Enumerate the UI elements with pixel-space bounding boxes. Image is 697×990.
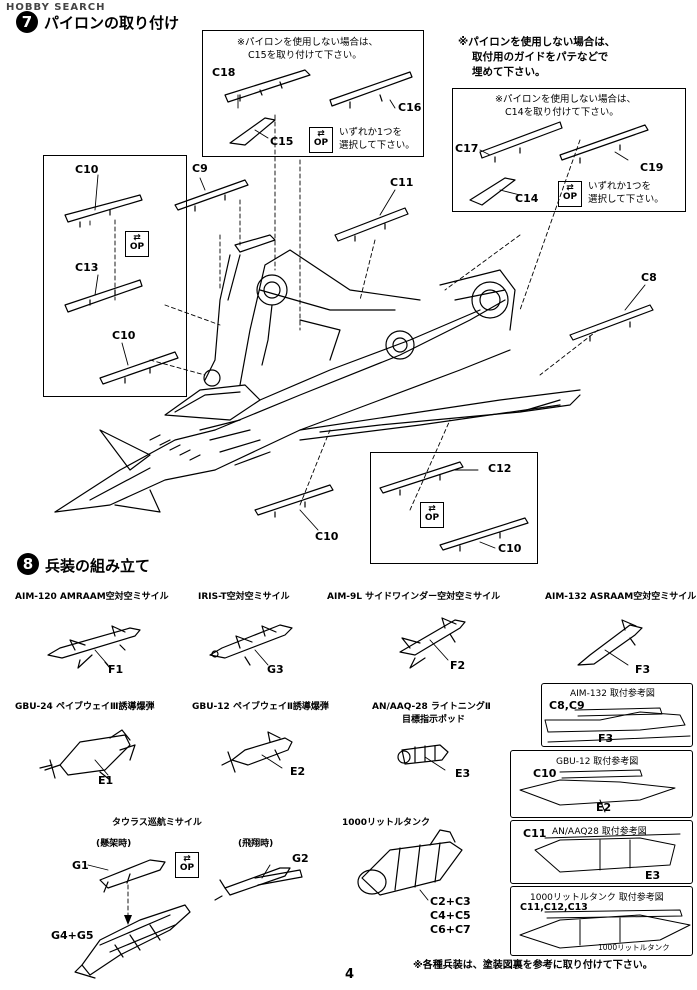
ref-title-gbu12: GBU-12 取付参考図: [556, 757, 639, 767]
part-label-c15: C15: [270, 135, 294, 148]
ref-title-aim132: AIM-132 取付参考図: [570, 689, 655, 699]
ref-label-tank: 1000リットルタンク: [598, 943, 670, 952]
op-label: OP: [562, 192, 578, 202]
ref-label-c11c12c13: C11,C12,C13: [520, 902, 588, 913]
op-choose1-line2: 選択して下さい。: [339, 140, 415, 151]
part-label-g4g5: G4+G5: [51, 929, 94, 942]
op-badge-c14: ⇄OP: [558, 181, 582, 207]
swap-icon: ⇄: [317, 129, 325, 139]
part-label-c8: C8: [641, 271, 657, 284]
part-label-c16: C16: [398, 101, 422, 114]
ref-box-gbu12: [510, 750, 693, 818]
ref-label-e2: E2: [596, 801, 612, 814]
part-label-c11: C11: [390, 176, 414, 189]
part-label-e1: E1: [98, 774, 114, 787]
ref-label-e3: E3: [645, 869, 661, 882]
op-choose2-line2: 選択して下さい。: [588, 194, 664, 205]
op-badge-right: ⇄OP: [420, 502, 444, 528]
ref-drawings: [519, 707, 691, 949]
guide-note-line1: ※パイロンを使用しない場合は、: [458, 36, 616, 48]
weapon-name-asraam: AIM-132 ASRAAM空対空ミサイル: [545, 592, 697, 602]
part-label-c13: C13: [75, 261, 99, 274]
ref-box-aaq28: [510, 820, 693, 884]
weapon-name-aaq28-line1: AN/AAQ-28 ライトニングⅡ: [372, 702, 491, 712]
ref-title-aaq28: AN/AAQ28 取付参考図: [552, 827, 647, 837]
left-pylon-box: [43, 155, 187, 397]
op-choose2-line1: いずれか1つを: [588, 181, 652, 192]
ref-box-tank: [510, 886, 693, 956]
step7-number: 7: [16, 11, 38, 33]
watermark: HOBBY SEARCH: [6, 2, 106, 13]
part-label-c12: C12: [488, 462, 512, 475]
ref-title-tank: 1000リットルタンク 取付参考図: [530, 893, 664, 903]
c15-note-line2: C15を取り付けて下さい。: [248, 50, 362, 61]
step7-title: パイロンの取り付け: [44, 14, 180, 32]
part-label-c18: C18: [212, 66, 236, 79]
part-label-tank-1: C2+C3: [430, 895, 471, 908]
op-label: OP: [313, 138, 329, 148]
pylon-parts: [64, 69, 654, 552]
part-label-c10-d: C10: [315, 530, 339, 543]
part-label-tank-3: C6+C7: [430, 923, 471, 936]
part-label-g2: G2: [292, 852, 309, 865]
op-badge-taurus: ⇄OP: [175, 852, 199, 878]
weapon-name-aim9l: AIM-9L サイドワインダー空対空ミサイル: [327, 592, 501, 602]
part-label-c19: C19: [640, 161, 664, 174]
weapon-name-aaq28-line2: 目標指示ポッド: [402, 715, 466, 725]
page-number: 4: [345, 967, 355, 982]
part-label-tank-2: C4+C5: [430, 909, 471, 922]
weapon-name-tank: 1000リットルタンク: [342, 818, 431, 828]
part-label-f1: F1: [108, 663, 124, 676]
op-label: OP: [179, 863, 195, 873]
part-label-f3: F3: [635, 663, 651, 676]
part-label-c10-b: C10: [112, 329, 136, 342]
guide-note-line2: 取付用のガイドをパテなどで: [472, 51, 609, 63]
weapon-drawings: [39, 617, 643, 979]
op-label: OP: [424, 513, 440, 523]
part-label-f2: F2: [450, 659, 466, 672]
c14-note-line1: ※パイロンを使用しない場合は、: [495, 94, 636, 105]
c14-option-box: [452, 88, 686, 212]
c15-option-box: [202, 30, 424, 157]
step8-title: 兵装の組み立て: [45, 557, 151, 575]
weapon-name-iris-t: IRIS-T空対空ミサイル: [198, 592, 290, 602]
c14-note-line2: C14を取り付けて下さい。: [505, 107, 619, 118]
part-label-e2: E2: [290, 765, 306, 778]
footer-note: ※各種兵装は、塗装図裏を参考に取り付けて下さい。: [413, 960, 653, 971]
step8-number: 8: [17, 553, 39, 575]
part-label-e3: E3: [455, 767, 471, 780]
part-label-c9: C9: [192, 162, 208, 175]
guide-note-line3: 埋めて下さい。: [472, 66, 546, 78]
swap-icon: ⇄: [133, 233, 141, 243]
part-label-c14: C14: [515, 192, 539, 205]
ref-label-c10: C10: [533, 767, 557, 780]
c15-note-line1: ※パイロンを使用しない場合は、: [237, 37, 378, 48]
right-pylon-box: [370, 452, 538, 564]
weapon-name-gbu12: GBU-12 ペイブウェイⅡ誘導爆弾: [192, 702, 329, 712]
taurus-sub-flight: (飛翔時): [238, 839, 274, 849]
ref-label-f3: F3: [598, 732, 614, 745]
ref-label-c11: C11: [523, 827, 547, 840]
part-label-g1: G1: [72, 859, 89, 872]
part-label-c10-a: C10: [75, 163, 99, 176]
weapon-name-amraam: AIM-120 AMRAAM空対空ミサイル: [15, 592, 169, 602]
weapon-name-taurus: タウラス巡航ミサイル: [112, 818, 202, 828]
op-badge-left: ⇄OP: [125, 231, 149, 257]
weapon-name-gbu24: GBU-24 ペイブウェイⅢ誘導爆弾: [15, 702, 155, 712]
part-label-c10-c: C10: [498, 542, 522, 555]
op-badge-c15: ⇄OP: [309, 127, 333, 153]
swap-icon: ⇄: [183, 854, 191, 864]
part-label-c17: C17: [455, 142, 479, 155]
op-choose1-line1: いずれか1つを: [339, 127, 403, 138]
ref-box-aim132: [541, 683, 693, 747]
part-label-g3: G3: [267, 663, 284, 676]
ref-label-c8c9: C8,C9: [549, 699, 585, 712]
swap-icon: ⇄: [428, 504, 436, 514]
op-label: OP: [129, 242, 145, 252]
swap-icon: ⇄: [566, 183, 574, 193]
taurus-sub-carried: (懸架時): [96, 839, 132, 849]
aircraft-drawing: [54, 234, 581, 513]
